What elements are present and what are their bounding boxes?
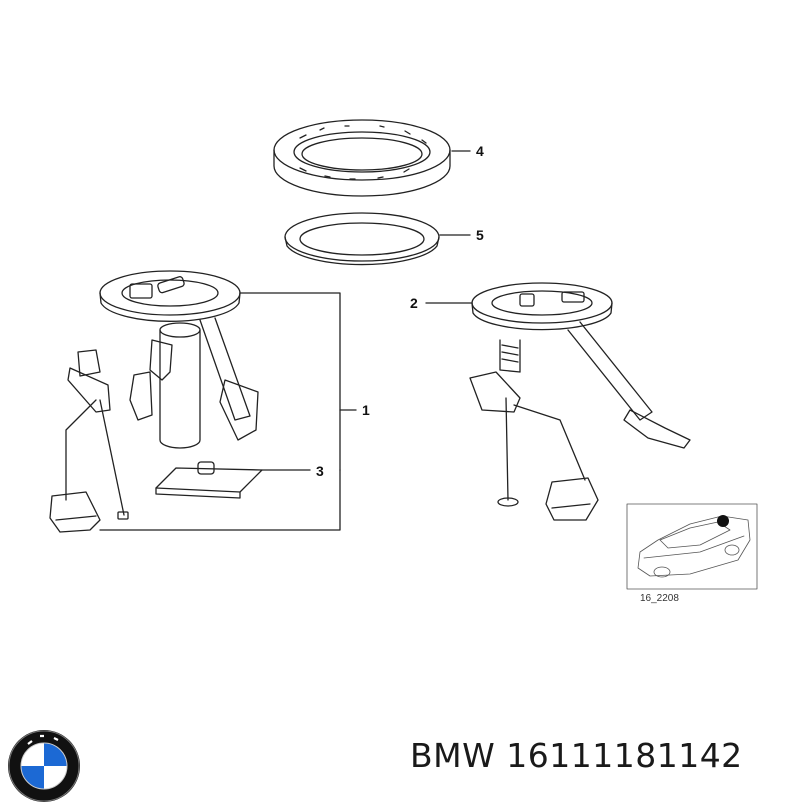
- diagram-code: 16_2208: [640, 593, 679, 604]
- callout-2: 2: [410, 295, 418, 311]
- callout-1: 1: [362, 402, 370, 418]
- leader-bracket-1: [99, 292, 341, 531]
- bmw-roundel-icon: [8, 730, 80, 802]
- sending-unit-part-2: [469, 282, 691, 521]
- location-marker-icon: [717, 515, 729, 527]
- gasket-part-5: [284, 212, 440, 266]
- part-number-label: BMW 16111181142: [410, 736, 743, 775]
- fuel-pump-assembly-part-1: [49, 270, 259, 533]
- vehicle-locator-thumbnail: [626, 503, 758, 590]
- callout-5: 5: [476, 227, 484, 243]
- ring-seal-part-4: [273, 119, 451, 197]
- filter-part-3: [155, 461, 263, 499]
- callout-3: 3: [316, 463, 324, 479]
- callout-4: 4: [476, 143, 484, 159]
